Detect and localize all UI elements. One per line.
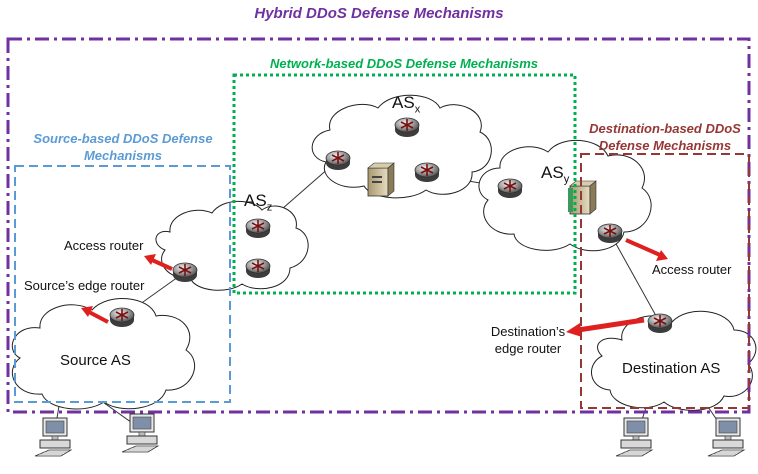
asz-main: AS — [244, 191, 267, 210]
destination-as-label: Destination AS — [622, 360, 721, 377]
destination-edge-line1: Destination’s — [490, 324, 566, 339]
router-icon — [394, 117, 420, 138]
cloud-asy — [478, 139, 652, 252]
asx-label: ASx — [392, 93, 420, 115]
source-edge-router-label: Source’s edge router — [24, 278, 145, 293]
asy-sub: y — [563, 173, 570, 186]
hybrid-title: Hybrid DDoS Defense Mechanisms — [254, 5, 504, 22]
computer-icon — [707, 417, 745, 457]
router-icon — [414, 162, 440, 183]
source-region-box — [14, 165, 231, 403]
access-router-right-label: Access router — [652, 262, 732, 277]
destination-edge-router-label: Destination’s edge router — [468, 323, 588, 357]
asz-label: ASz — [244, 191, 272, 213]
router-icon — [497, 178, 523, 199]
asy-main: AS — [541, 163, 564, 182]
router-icon — [647, 313, 673, 334]
router-icon — [245, 218, 271, 239]
router-icon — [597, 223, 623, 244]
router-icon — [109, 307, 135, 328]
server-icon — [367, 162, 395, 197]
asx-main: AS — [392, 93, 415, 112]
source-title-line1: Source-based DDoS Defense — [33, 131, 213, 146]
source-title-line2: Mechanisms — [83, 148, 163, 163]
destination-title: Destination-based DDoS Defense Mechanism… — [572, 120, 758, 154]
asy-label: ASy — [541, 163, 569, 185]
router-icon — [245, 258, 271, 279]
cloud-destination-as — [591, 310, 757, 411]
destination-edge-line2: edge router — [494, 341, 562, 356]
cloud-asx — [311, 94, 492, 199]
computer-icon — [615, 417, 653, 457]
destination-title-line1: Destination-based DDoS — [589, 121, 741, 136]
asz-sub: z — [266, 201, 273, 214]
destination-title-line2: Defense Mechanisms — [598, 138, 732, 153]
red-arrows — [81, 238, 668, 337]
router-icon — [172, 262, 198, 283]
access-router-left-label: Access router — [64, 238, 144, 253]
computer-icon — [34, 417, 72, 457]
source-as-label: Source AS — [60, 352, 131, 369]
network-title: Network-based DDoS Defense Mechanisms — [269, 56, 539, 71]
asx-sub: x — [414, 103, 421, 116]
source-title: Source-based DDoS Defense Mechanisms — [8, 130, 238, 164]
network-region-box — [232, 73, 577, 295]
cloud-source-as — [11, 298, 196, 410]
destination-region-box — [580, 153, 750, 409]
router-icon — [325, 150, 351, 171]
